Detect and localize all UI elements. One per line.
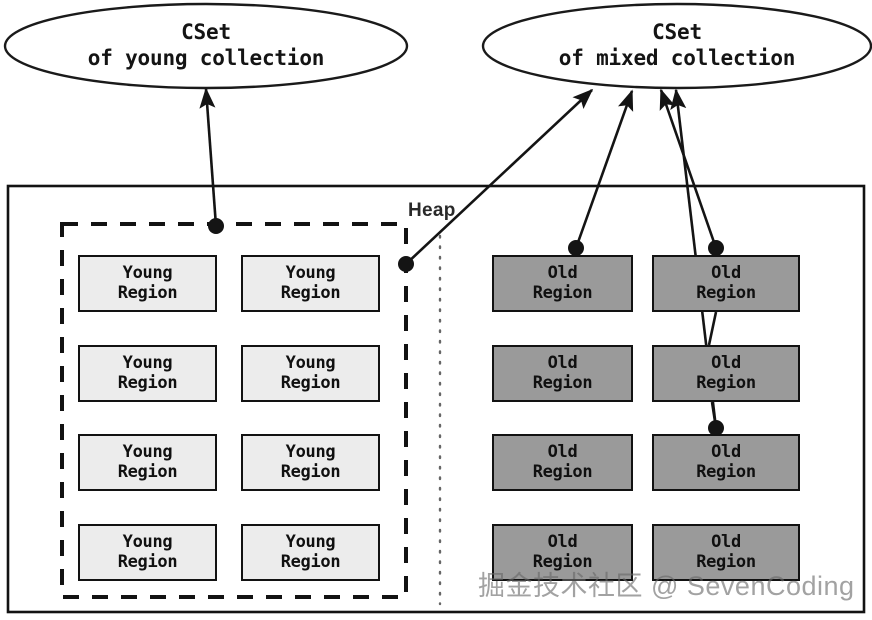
cset-young-subtitle: of young collection — [87, 45, 325, 70]
young-set-to-cset-young — [199, 87, 218, 227]
young-region-label-line2: Region — [280, 372, 341, 393]
cset-mixed-subtitle: of mixed collection — [558, 45, 796, 70]
young-region-label-line1: Young — [122, 531, 173, 552]
cset-mixed-label: CSet of mixed collection — [483, 20, 871, 71]
young-region-label-line2: Region — [117, 461, 178, 482]
connector-origin-dots — [208, 218, 724, 436]
old-region-label-line2: Region — [532, 461, 593, 482]
young-region-label-line1: Young — [122, 441, 173, 462]
young-region-label-line2: Region — [117, 551, 178, 572]
old-region-label-line1: Old — [547, 352, 578, 373]
old-region-r1c2-to-cset-mixed — [659, 88, 718, 249]
cset-mixed-title: CSet — [652, 20, 702, 44]
old-region-label-line1: Old — [547, 531, 578, 552]
old-region-label-line2: Region — [532, 372, 593, 393]
old-region-label-line2: Region — [696, 461, 756, 482]
young-set-edge-to-cset-mixed — [405, 88, 594, 265]
young-region-label-line2: Region — [280, 461, 341, 482]
young-set-to-cset-young-origin-dot — [208, 218, 224, 234]
old-region-label-line1: Old — [547, 441, 578, 462]
young-region-label-line1: Young — [285, 262, 336, 283]
old-region-label-line2: Region — [532, 282, 593, 303]
old-region-label-line1: Old — [711, 531, 741, 552]
cset-young-label: CSet of young collection — [5, 20, 407, 71]
old-region-label-line2: Region — [696, 282, 756, 303]
old-region-label-line2: Region — [532, 551, 593, 572]
watermark: 掘金技术社区 @ SevenCoding — [478, 571, 855, 601]
old-region-label-line1: Old — [711, 352, 741, 373]
young-region-label-line1: Young — [122, 352, 173, 373]
heap-label: Heap — [408, 200, 456, 221]
old-region-label-line2: Region — [696, 551, 756, 572]
young-region-label-line2: Region — [280, 282, 341, 303]
young-region-label-line1: Young — [285, 531, 336, 552]
old-region-label-line1: Old — [711, 441, 741, 462]
old-region-r1c2-to-cset-mixed-origin-dot — [708, 240, 724, 256]
young-region-label-line2: Region — [117, 372, 178, 393]
young-region-label-line1: Young — [122, 262, 173, 283]
old-region-label-line1: Old — [711, 262, 741, 283]
old-region-r1c1-to-cset-mixed — [574, 89, 634, 249]
young-region-label-line1: Young — [285, 352, 336, 373]
young-set-edge-to-cset-mixed-origin-dot — [398, 256, 414, 272]
old-region-label-line2: Region — [696, 372, 756, 393]
old-region-r1c1-to-cset-mixed-origin-dot — [568, 240, 584, 256]
old-region-label-line1: Old — [547, 262, 578, 283]
young-region-label-line1: Young — [285, 441, 336, 462]
young-region-label-line2: Region — [117, 282, 178, 303]
cset-young-title: CSet — [181, 20, 231, 44]
young-region-label-line2: Region — [280, 551, 341, 572]
